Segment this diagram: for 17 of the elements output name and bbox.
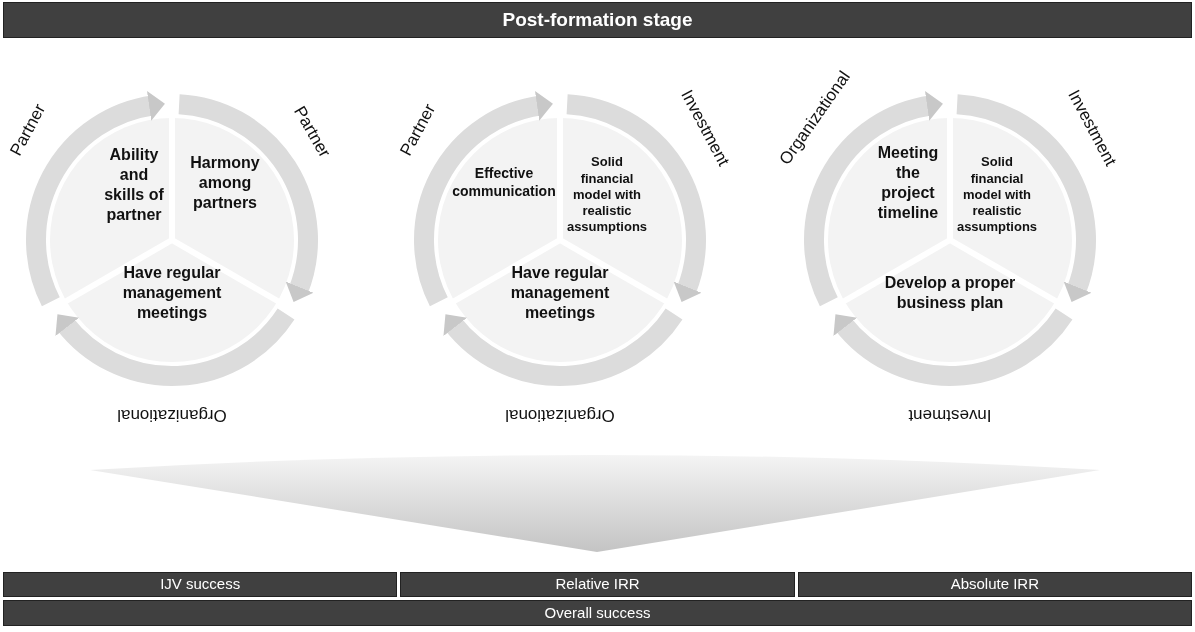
sector-text: Ability and skills of partner — [100, 135, 168, 235]
result-bar: Overall success — [3, 600, 1192, 626]
sector-text: Solid financial model with realistic assumptions — [956, 135, 1038, 255]
sector-text: Harmony among partners — [182, 145, 268, 220]
curved-label: Investment — [908, 404, 992, 427]
result-bar: Relative IRR — [400, 572, 795, 597]
curved-label: Organizational — [505, 404, 615, 427]
sector-text: Develop a proper business plan — [870, 255, 1030, 330]
sector-text: Solid financial model with realistic assumptions — [566, 135, 648, 255]
sector-text: Have regular management meetings — [480, 255, 640, 330]
sector-text: Effective communication — [452, 145, 556, 220]
curved-label: Organizational — [117, 404, 227, 427]
title-bar: Post-formation stage — [3, 2, 1192, 38]
result-bar: IJV success — [3, 572, 398, 597]
sector-text: Meeting the project timeline — [870, 135, 946, 230]
result-bar: Absolute IRR — [797, 572, 1192, 597]
sector-text: Have regular management meetings — [92, 255, 252, 330]
